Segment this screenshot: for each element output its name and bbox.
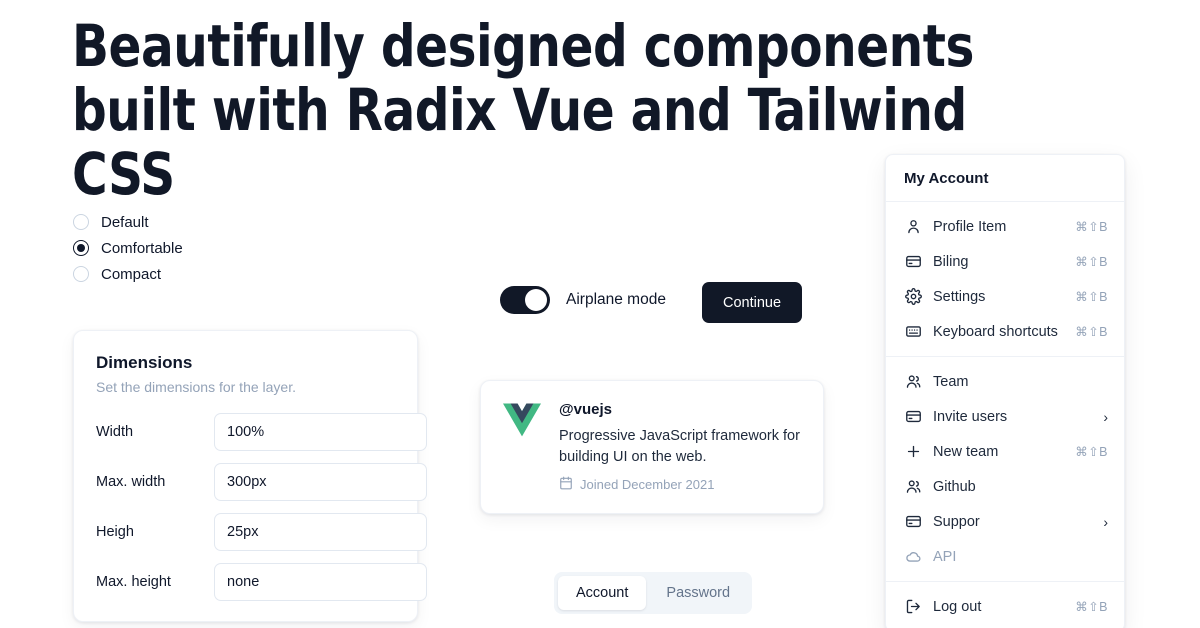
continue-button[interactable]: Continue (702, 282, 802, 323)
user-icon (904, 218, 922, 236)
dimensions-subtitle: Set the dimensions for the layer. (96, 379, 296, 395)
menu-header: My Account (904, 170, 989, 187)
gear-icon (904, 288, 922, 306)
dimension-field-row: Heigh (96, 513, 427, 551)
calendar-icon (559, 476, 573, 493)
vue-logo-icon (503, 402, 541, 442)
hover-card-joined: Joined December 2021 (559, 476, 803, 493)
switch-knob-icon (525, 289, 547, 311)
menu-item-profile-item[interactable]: Profile Item ⌘⇧B (886, 209, 1124, 244)
menu-item-shortcut: ⌘⇧B (1075, 325, 1108, 339)
menu-item-label: Team (933, 373, 969, 390)
dimensions-title: Dimensions (96, 353, 193, 372)
menu-item-shortcut: ⌘⇧B (1075, 255, 1108, 269)
menu-item-github[interactable]: Github (886, 469, 1124, 504)
menu-item-log-out[interactable]: Log out ⌘⇧B (886, 589, 1124, 624)
vuejs-hover-card: @vuejs Progressive JavaScript framework … (480, 380, 824, 514)
users-icon (904, 478, 922, 496)
chevron-right-icon: › (1103, 513, 1108, 530)
radio-option-label: Default (101, 213, 149, 231)
credit-card-icon (904, 253, 922, 271)
keyboard-icon (904, 323, 922, 341)
users-icon (904, 373, 922, 391)
menu-item-new-team[interactable]: New team ⌘⇧B (886, 434, 1124, 469)
menu-group: Log out ⌘⇧B (886, 582, 1124, 628)
tab-account[interactable]: Account (558, 576, 647, 610)
menu-item-shortcut: ⌘⇧B (1075, 220, 1108, 234)
dimension-field-row: Width (96, 413, 427, 451)
menu-item-suppor[interactable]: Suppor › (886, 504, 1124, 539)
dimension-input-2[interactable] (214, 513, 427, 551)
menu-item-shortcut: ⌘⇧B (1075, 445, 1108, 459)
radio-option-compact[interactable]: Compact (73, 261, 303, 287)
dimension-input-1[interactable] (214, 463, 427, 501)
hover-card-handle: @vuejs (559, 401, 612, 418)
menu-item-label: Log out (933, 598, 982, 615)
dimension-label: Heigh (96, 524, 134, 540)
menu-item-label: Biling (933, 253, 969, 270)
dimension-input-3[interactable] (214, 563, 427, 601)
page-title: Beautifully designed components built wi… (72, 12, 974, 208)
chevron-right-icon: › (1103, 408, 1108, 425)
menu-item-settings[interactable]: Settings ⌘⇧B (886, 279, 1124, 314)
radio-option-comfortable[interactable]: Comfortable (73, 235, 303, 261)
menu-item-label: Settings (933, 288, 986, 305)
hero-section: Beautifully designed components built wi… (72, 14, 1072, 206)
radio-option-default[interactable]: Default (73, 209, 303, 235)
radio-indicator-icon[interactable] (73, 266, 89, 282)
dimension-field-row: Max. height (96, 563, 427, 601)
menu-item-label: Suppor (933, 513, 980, 530)
menu-item-label: Profile Item (933, 218, 1007, 235)
logout-icon (904, 598, 922, 616)
credit-card-icon (904, 408, 922, 426)
credit-card-icon (904, 513, 922, 531)
menu-item-team[interactable]: Team (886, 364, 1124, 399)
menu-item-biling[interactable]: Biling ⌘⇧B (886, 244, 1124, 279)
menu-separator (886, 201, 1124, 202)
dimension-label: Max. height (96, 574, 171, 590)
account-tabs: Account Password (554, 572, 753, 614)
menu-item-label: New team (933, 443, 999, 460)
menu-item-label: Keyboard shortcuts (933, 323, 1058, 340)
plus-icon (904, 443, 922, 461)
dimension-input-0[interactable] (214, 413, 427, 451)
menu-item-shortcut: ⌘⇧B (1075, 290, 1108, 304)
menu-item-label: Invite users (933, 408, 1008, 425)
airplane-mode-label: Airplane mode (566, 291, 666, 308)
menu-item-invite-users[interactable]: Invite users › (886, 399, 1124, 434)
menu-separator (886, 581, 1124, 582)
menu-separator (886, 356, 1124, 357)
airplane-mode-row: Airplane mode (500, 286, 666, 314)
radio-option-label: Compact (101, 265, 162, 283)
dimensions-card: Dimensions Set the dimensions for the la… (73, 330, 427, 622)
hover-card-body: @vuejs Progressive JavaScript framework … (559, 399, 803, 495)
airplane-mode-switch[interactable] (500, 286, 550, 314)
menu-item-shortcut: ⌘⇧B (1075, 600, 1108, 614)
radio-indicator-icon[interactable] (73, 240, 89, 256)
dimension-field-row: Max. width (96, 463, 427, 501)
menu-item-api: API (886, 539, 1124, 574)
radio-option-label: Comfortable (101, 239, 183, 257)
cloud-icon (904, 548, 922, 566)
menu-item-label: API (933, 548, 957, 565)
radio-indicator-icon[interactable] (73, 214, 89, 230)
tab-password[interactable]: Password (666, 585, 731, 601)
dimension-label: Max. width (96, 474, 166, 490)
menu-item-keyboard-shortcuts[interactable]: Keyboard shortcuts ⌘⇧B (886, 314, 1124, 349)
menu-item-label: Github (933, 478, 976, 495)
dimensions-fields: WidthMax. widthHeighMax. height (96, 413, 427, 601)
hover-card-description: Progressive JavaScript framework for bui… (559, 428, 800, 465)
joined-text: Joined December 2021 (580, 477, 715, 492)
dimension-label: Width (96, 424, 134, 440)
avatar (501, 401, 543, 443)
